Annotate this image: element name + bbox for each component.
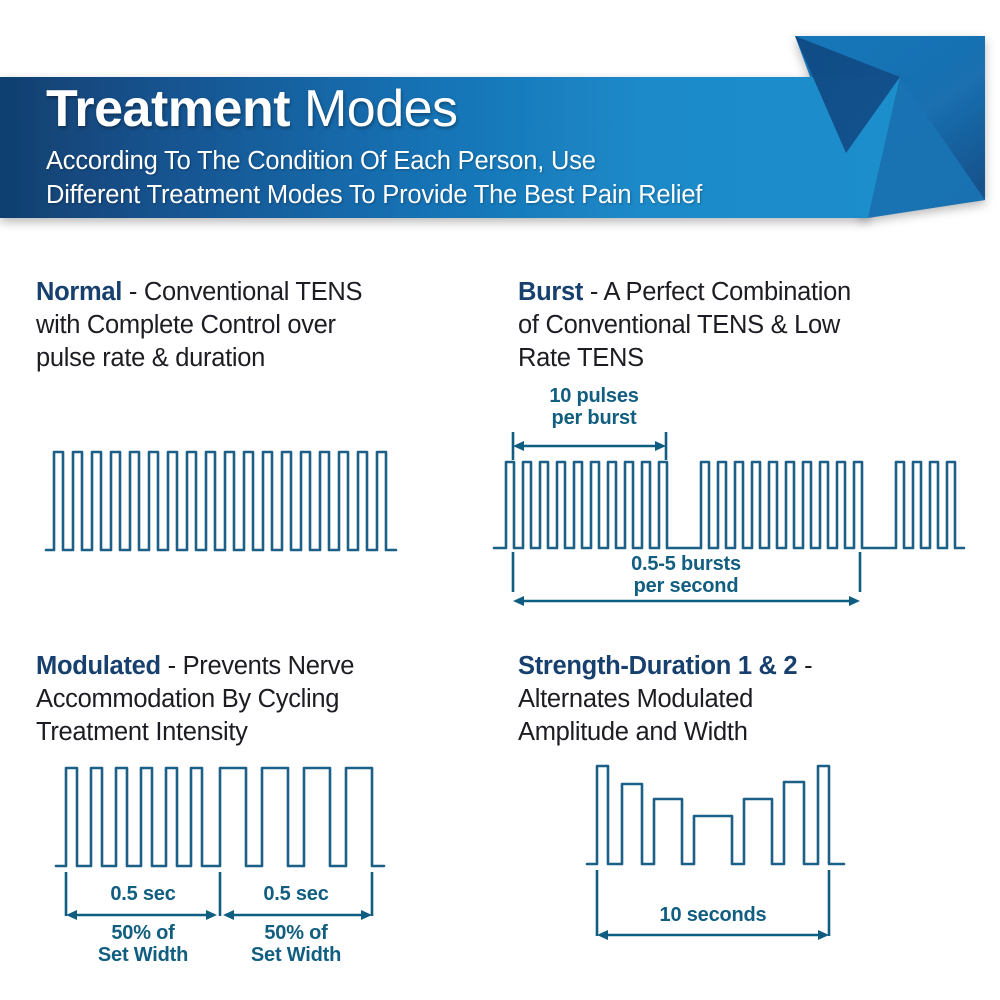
banner-main-bar bbox=[0, 77, 900, 218]
banner-arrow-tip bbox=[868, 77, 985, 218]
mode-strength-duration-heading: Strength-Duration 1 & 2 - Alternates Mod… bbox=[518, 626, 982, 749]
burst-bottom-annotation-line2: per second bbox=[634, 575, 739, 597]
banner-subtitle-line1: According To The Condition Of Each Perso… bbox=[46, 147, 596, 175]
mode-modulated-desc-line2: Accommodation By Cycling bbox=[36, 685, 340, 713]
mode-burst-desc-line2: of Conventional TENS & Low bbox=[518, 311, 840, 339]
mode-card-strength-duration: Strength-Duration 1 & 2 - Alternates Mod… bbox=[500, 626, 1000, 1000]
modulated-waveform-path bbox=[54, 766, 386, 868]
mode-normal-name: Normal bbox=[36, 278, 123, 306]
modulated-second-half-percent: 50% of bbox=[264, 922, 328, 944]
mode-card-burst: Burst - A Perfect Combination of Convent… bbox=[492, 252, 1000, 626]
modulated-second-half-width: Set Width bbox=[251, 944, 341, 966]
mode-normal-heading: Normal - Conventional TENS with Complete… bbox=[36, 252, 478, 375]
strength-duration-arrowhead-right bbox=[818, 930, 829, 940]
banner-ribbon-shape bbox=[0, 36, 985, 218]
modulated-first-half-arrowhead-right bbox=[206, 910, 217, 920]
mode-normal-desc-line2: with Complete Control over bbox=[36, 311, 336, 339]
page-title: Treatment Modes bbox=[46, 80, 906, 138]
modulated-second-half-arrowhead-right bbox=[361, 910, 372, 920]
normal-waveform-path bbox=[44, 450, 398, 552]
mode-modulated-desc-line1: - Prevents Nerve bbox=[167, 652, 355, 680]
burst-waveform-area: 10 pulses per burst 0.5-5 bursts per sec… bbox=[482, 380, 1000, 610]
mode-burst-desc-line3: Rate TENS bbox=[518, 344, 644, 372]
normal-waveform-chart bbox=[44, 450, 398, 552]
burst-waveform-chart: 10 pulses per burst 0.5-5 bursts per sec… bbox=[492, 385, 966, 606]
banner-subtitle-line2: Different Treatment Modes To Provide The… bbox=[46, 181, 703, 209]
mode-card-normal: Normal - Conventional TENS with Complete… bbox=[0, 252, 500, 626]
mode-strength-duration-desc-line1: - bbox=[804, 652, 813, 680]
burst-bottom-arrowhead-left bbox=[513, 596, 524, 606]
modulated-first-half-percent: 50% of bbox=[111, 922, 175, 944]
modulated-first-half-arrowhead-left bbox=[66, 910, 77, 920]
mode-strength-duration-desc-line2: Alternates Modulated bbox=[518, 685, 753, 713]
mode-card-modulated: Modulated - Prevents Nerve Accommodation… bbox=[0, 626, 500, 1000]
modulated-second-half-arrowhead-left bbox=[223, 910, 234, 920]
title-bold: Treatment bbox=[46, 80, 291, 138]
mode-normal-desc-line1: - Conventional TENS bbox=[128, 278, 363, 306]
mode-normal-desc-line3: pulse rate & duration bbox=[36, 344, 266, 372]
modulated-first-half-width: Set Width bbox=[98, 944, 188, 966]
mode-modulated-heading: Modulated - Prevents Nerve Accommodation… bbox=[36, 626, 478, 749]
burst-bottom-arrowhead-right bbox=[849, 596, 860, 606]
banner-subtitle: According To The Condition Of Each Perso… bbox=[46, 144, 906, 212]
strength-duration-waveform-chart: 10 seconds bbox=[585, 764, 846, 940]
strength-duration-waveform-path bbox=[585, 764, 846, 866]
modes-grid: Normal - Conventional TENS with Complete… bbox=[0, 252, 1000, 1000]
mode-burst-heading: Burst - A Perfect Combination of Convent… bbox=[518, 252, 982, 375]
modulated-first-half-time: 0.5 sec bbox=[110, 883, 175, 905]
burst-bottom-annotation-line1: 0.5-5 bursts bbox=[631, 553, 741, 575]
title-light: Modes bbox=[303, 80, 458, 138]
strength-duration-annotation: 10 seconds bbox=[660, 904, 767, 926]
strength-duration-arrowhead-left bbox=[597, 930, 608, 940]
mode-modulated-name: Modulated bbox=[36, 652, 161, 680]
mode-strength-duration-desc-line3: Amplitude and Width bbox=[518, 718, 748, 746]
burst-top-arrowhead-left bbox=[513, 441, 524, 451]
mode-burst-name: Burst bbox=[518, 278, 584, 306]
mode-modulated-desc-line3: Treatment Intensity bbox=[36, 718, 248, 746]
modulated-second-half-time: 0.5 sec bbox=[263, 883, 328, 905]
burst-waveform-path bbox=[492, 460, 966, 550]
normal-waveform-area bbox=[0, 440, 500, 570]
modulated-waveform-area: 0.5 sec 50% of Set Width 0.5 sec 50% of … bbox=[0, 754, 500, 969]
banner-fold bbox=[795, 36, 900, 153]
header-banner: Treatment Modes According To The Conditi… bbox=[0, 0, 1000, 250]
burst-top-annotation-line1: 10 pulses bbox=[549, 385, 638, 407]
modulated-waveform-chart: 0.5 sec 50% of Set Width 0.5 sec 50% of … bbox=[54, 766, 386, 966]
banner-text-block: Treatment Modes According To The Conditi… bbox=[46, 80, 906, 212]
mode-burst-desc-line1: - A Perfect Combination bbox=[589, 278, 851, 306]
mode-strength-duration-name: Strength-Duration 1 & 2 bbox=[518, 652, 798, 680]
strength-duration-waveform-area: 10 seconds bbox=[482, 754, 1000, 954]
burst-top-arrowhead-right bbox=[655, 441, 666, 451]
burst-top-annotation-line2: per burst bbox=[552, 407, 637, 429]
